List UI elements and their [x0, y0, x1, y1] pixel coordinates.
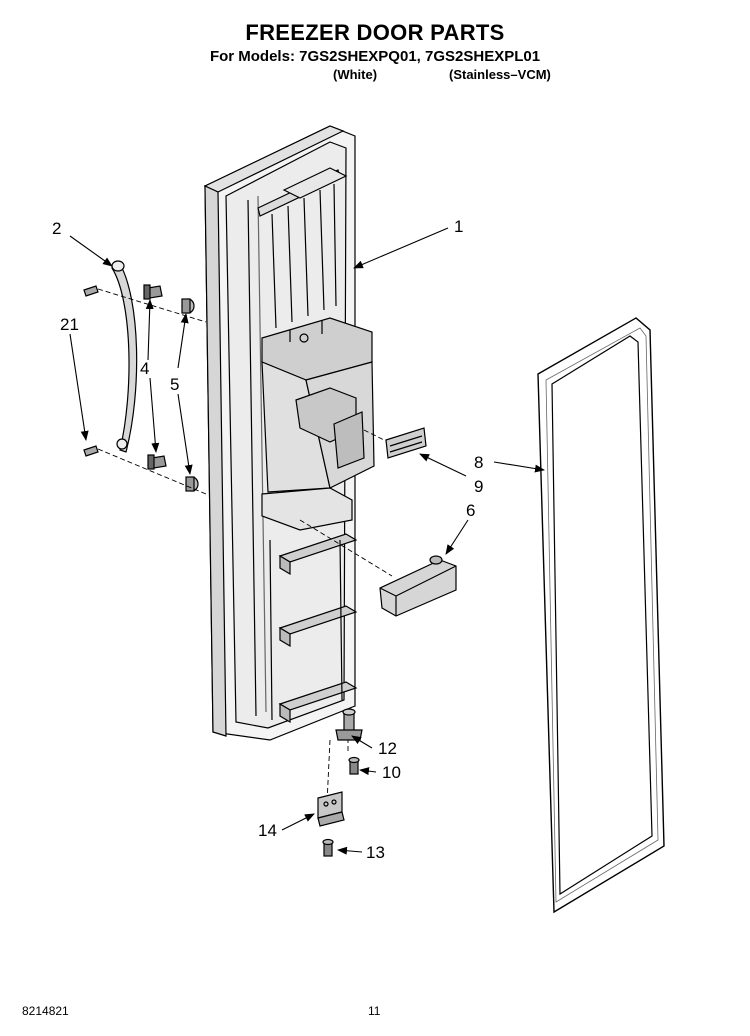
callout-9: 9 — [474, 477, 484, 496]
callout-21: 21 — [60, 315, 79, 334]
callout-1: 1 — [454, 217, 464, 236]
page-title: FREEZER DOOR PARTS — [245, 20, 505, 45]
dispenser-tray — [379, 555, 457, 617]
callout-8: 8 — [474, 453, 484, 472]
spacer-bottom — [185, 476, 199, 492]
callout-5: 5 — [170, 375, 180, 394]
callout-4: 4 — [140, 359, 150, 378]
door-handle — [111, 260, 138, 453]
freezer-door — [203, 125, 375, 741]
callout-14: 14 — [258, 821, 277, 840]
callout-6: 6 — [466, 501, 476, 520]
hinge-pin — [335, 708, 363, 741]
models-line: For Models: 7GS2SHEXPQ01, 7GS2SHEXPL01 — [209, 48, 541, 65]
spacer-top — [181, 298, 195, 314]
document-number: 8214821 — [22, 1004, 69, 1018]
callout-2: 2 — [52, 219, 62, 238]
callout-10: 10 — [382, 763, 401, 782]
hinge-bracket — [317, 791, 345, 827]
screw-10 — [348, 756, 360, 775]
page-number: 11 — [368, 1004, 381, 1018]
dispenser-pad — [385, 427, 427, 459]
screw-21-bottom — [83, 445, 99, 457]
finish-stainless-label: (Stainless–VCM) — [449, 67, 551, 82]
leader-lines — [69, 227, 545, 855]
screw-13 — [322, 838, 334, 857]
door-gasket — [537, 317, 665, 914]
screw-21-top — [83, 285, 99, 297]
handle-screw-top — [143, 284, 163, 300]
callout-12: 12 — [378, 739, 397, 758]
handle-screw-bottom — [147, 454, 167, 470]
finish-white-label: (White) — [333, 67, 378, 82]
callout-13: 13 — [366, 843, 385, 862]
